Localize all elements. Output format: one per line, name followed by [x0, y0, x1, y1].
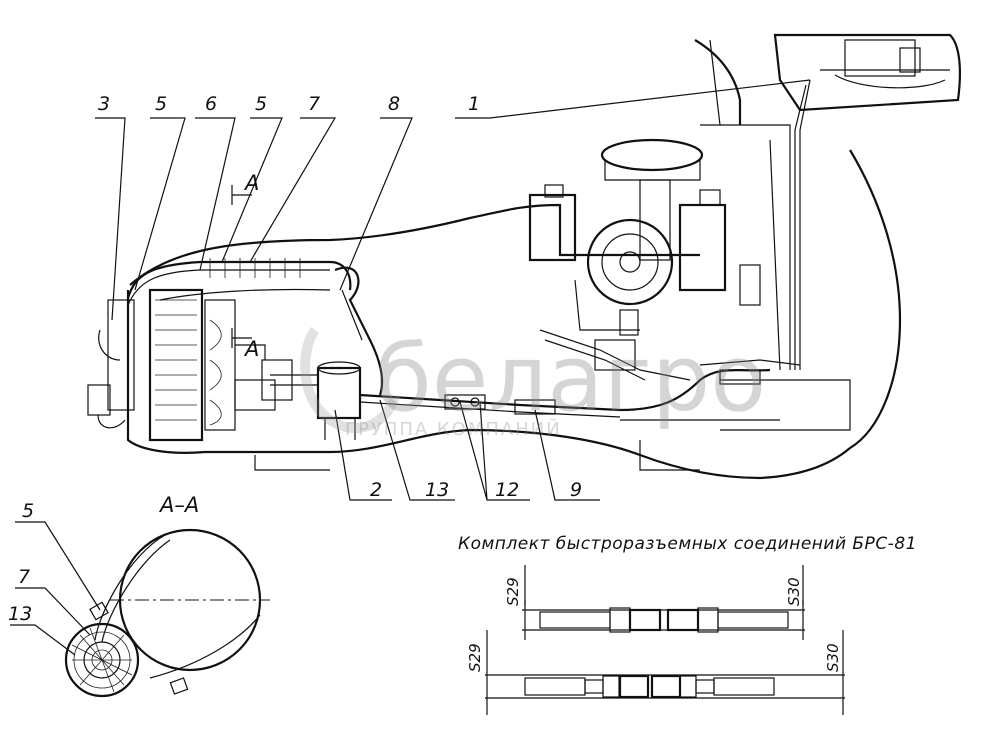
watermark-subtitle: ГРУППА КОМПАНИЙ [345, 418, 562, 440]
section-view-title: A–A [158, 493, 199, 517]
watermark-brand: белагро [375, 325, 767, 432]
brake-chamber [234, 344, 362, 440]
section-mark-arrows: A A [231, 171, 259, 361]
callout-7: 7 [308, 93, 320, 115]
hose-top-run [126, 258, 384, 396]
hose-lower-run [359, 329, 801, 418]
callout-5-b: 5 [255, 93, 267, 115]
section-callout-13: 13 [8, 603, 32, 625]
callout-leaders-bottom [334, 399, 600, 501]
callout-5-a: 5 [155, 93, 167, 115]
section-callout-7: 7 [18, 566, 30, 588]
section-mark-top: A [243, 171, 259, 195]
callout-9: 9 [570, 479, 582, 501]
callout-13: 13 [425, 479, 449, 501]
tractor-outline [126, 124, 902, 480]
watermark-logo: белагро ГРУППА КОМПАНИЙ [300, 325, 767, 440]
kit-coupling-top [522, 565, 805, 640]
kit-dim-bottom-left: S29 [466, 643, 484, 672]
callout-2: 2 [370, 479, 382, 501]
callout-12: 12 [495, 479, 519, 501]
section-mark-middle: A [243, 337, 259, 361]
radiator [87, 288, 236, 442]
callout-3: 3 [98, 93, 110, 115]
cab-structure [694, 33, 962, 370]
kit-dim-top-left: S29 [504, 577, 522, 606]
kit-coupling-bottom [485, 630, 845, 715]
callout-1: 1 [468, 93, 480, 115]
engine-block [528, 138, 761, 336]
section-callout-leaders [10, 521, 101, 656]
kit-title: Комплект быстроразъемных соединений БРС-… [458, 534, 917, 554]
callout-6: 6 [205, 93, 217, 115]
kit-dim-bottom-right: S30 [824, 643, 842, 672]
callout-leaders-top [95, 79, 811, 321]
section-view-drawing [64, 528, 270, 698]
kit-dim-top-right: S30 [785, 577, 803, 606]
callout-8: 8 [388, 93, 400, 115]
section-callout-5: 5 [22, 500, 34, 522]
